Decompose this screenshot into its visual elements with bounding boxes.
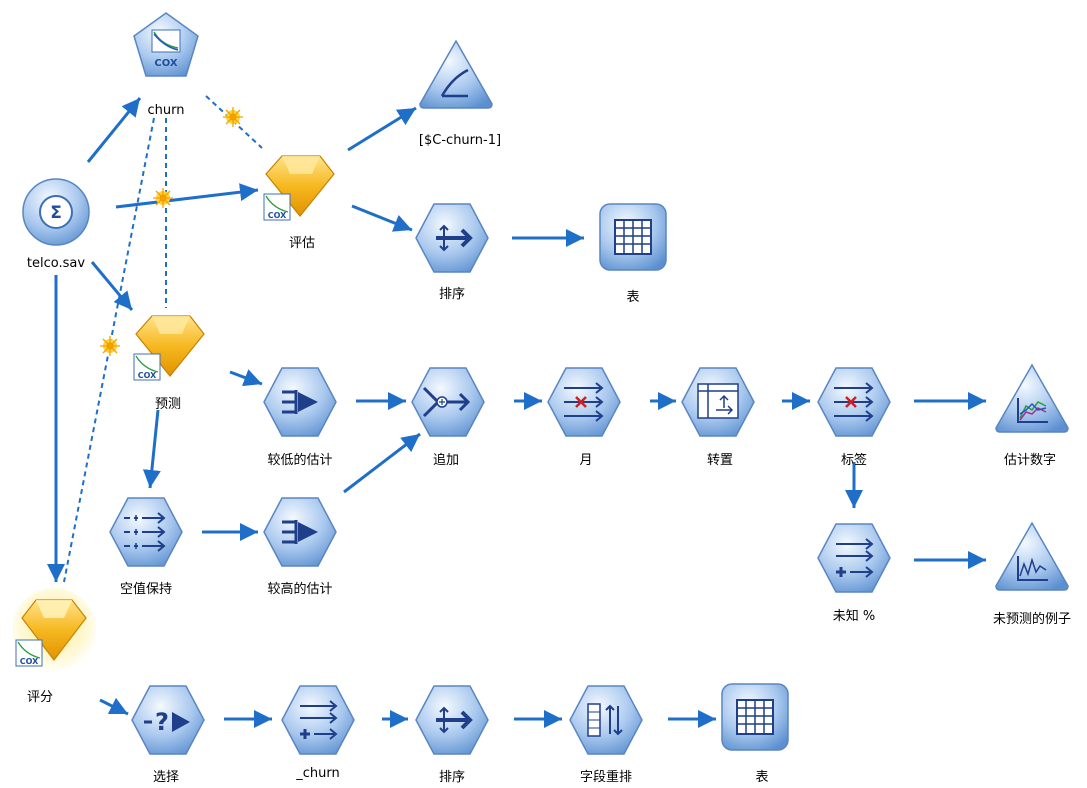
node-label: 排序 — [438, 770, 466, 785]
svg-text:COX: COX — [268, 211, 287, 220]
node-estimated-count[interactable] — [994, 362, 1070, 434]
link-telco-to-churn — [86, 97, 142, 163]
refresh-star-icon — [222, 106, 244, 128]
node-churn-model[interactable]: COX — [130, 10, 202, 82]
select-icon: ? — [131, 685, 205, 755]
node-unknown-pct[interactable] — [816, 520, 892, 596]
node-table-bottom[interactable] — [720, 682, 790, 752]
node-label: 预测 — [154, 397, 182, 412]
sort-icon — [415, 203, 489, 273]
node-label: 转置 — [706, 453, 734, 468]
link-score-to-select — [99, 697, 129, 716]
node-label: telco.sav — [26, 256, 86, 271]
link-estimate-to-chart — [347, 106, 417, 152]
link-predict-to-nullkeep — [142, 409, 161, 489]
sort-icon — [415, 685, 489, 755]
node-label: 标签 — [840, 453, 868, 468]
node-table-top[interactable] — [598, 202, 668, 272]
node-select[interactable]: ? — [130, 682, 206, 758]
node-higher-estimate[interactable] — [262, 494, 338, 570]
node-label: 较高的估计 — [267, 582, 333, 597]
node-label: 评估 — [288, 236, 316, 251]
node-label: 较低的估计 — [267, 453, 333, 468]
link-predict-to-lower — [229, 369, 263, 387]
refresh-star-icon — [99, 335, 121, 357]
sigma-icon: Σ — [22, 178, 90, 246]
node-label: [$C-churn-1] — [418, 133, 502, 148]
node-label: 未知 % — [832, 609, 876, 624]
derive-icon — [817, 523, 891, 593]
cox-icon: COX — [263, 155, 335, 221]
link-higher-to-append — [343, 432, 421, 494]
link-telco-to-predict — [90, 261, 134, 311]
reorder-icon — [569, 685, 643, 755]
node-field-reorder[interactable] — [568, 682, 644, 758]
cox-icon: COX — [12, 588, 96, 672]
filter-icon — [263, 497, 337, 567]
cox-icon: COX — [133, 12, 199, 77]
node-label: 月 — [579, 453, 593, 468]
node-label: 估计数字 — [1003, 453, 1057, 468]
cox-icon: COX — [133, 315, 205, 381]
node-label: 评分 — [26, 690, 54, 705]
filter-cross-icon — [817, 367, 891, 437]
node-transpose[interactable] — [680, 364, 756, 440]
node-telco-source[interactable]: Σ — [20, 176, 92, 248]
node-chart-top[interactable] — [418, 38, 494, 110]
node-label: _churn — [296, 766, 340, 781]
node-estimate-nugget[interactable]: COX — [262, 150, 338, 226]
append-icon — [411, 367, 485, 437]
svg-text:COX: COX — [138, 371, 157, 380]
multiplot-icon — [995, 363, 1069, 433]
node-label: 追加 — [432, 453, 460, 468]
node-sort-bottom[interactable] — [414, 682, 490, 758]
svg-text:?: ? — [155, 708, 169, 736]
node-label: 选择 — [152, 770, 180, 785]
refresh-star-icon — [152, 187, 174, 209]
node-lower-estimate[interactable] — [262, 364, 338, 440]
link-estimate-to-sort — [351, 204, 413, 232]
node-label: 未预测的例子 — [992, 612, 1072, 627]
node-month[interactable] — [546, 364, 622, 440]
node-sort-top[interactable] — [414, 200, 490, 276]
node-derive-churn[interactable] — [280, 682, 356, 758]
node-label: 字段重排 — [579, 770, 633, 785]
svg-text:COX: COX — [154, 58, 177, 69]
node-predict-nugget[interactable]: COX — [132, 310, 208, 386]
node-null-keep[interactable] — [108, 494, 184, 570]
svg-text:Σ: Σ — [50, 203, 62, 223]
node-unpredicted-cases[interactable] — [994, 520, 1070, 592]
filter-cross-icon — [547, 367, 621, 437]
node-label: 表 — [626, 290, 640, 305]
link-telco-to-estimate — [115, 183, 259, 209]
table-icon — [599, 203, 667, 271]
curve-icon — [419, 39, 493, 109]
svg-text:COX: COX — [20, 657, 39, 666]
plot-icon — [995, 521, 1069, 591]
table-icon — [721, 683, 789, 751]
derive-icon — [281, 685, 355, 755]
node-labels[interactable] — [816, 364, 892, 440]
node-label: 空值保持 — [119, 582, 173, 597]
node-label: 表 — [755, 770, 769, 785]
node-append[interactable] — [410, 364, 486, 440]
node-label: 排序 — [438, 287, 466, 302]
fields-icon — [109, 497, 183, 567]
transpose-icon — [681, 367, 755, 437]
node-label: churn — [147, 103, 185, 118]
filter-icon — [263, 367, 337, 437]
node-score-nugget[interactable]: COX — [10, 588, 98, 678]
